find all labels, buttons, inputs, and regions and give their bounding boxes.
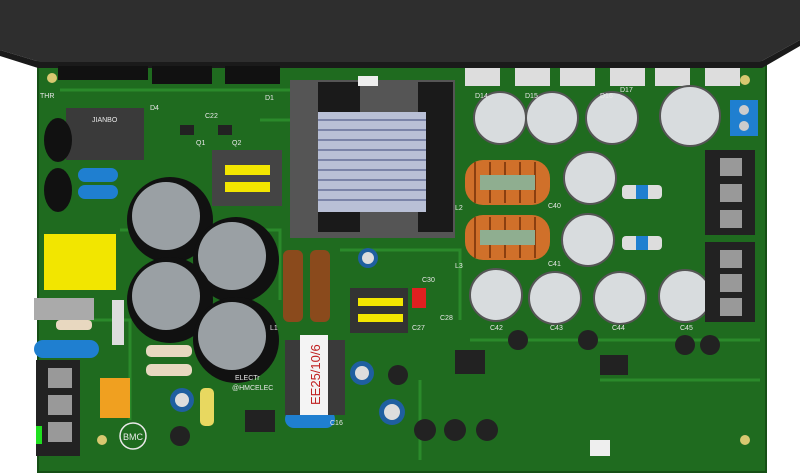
silk-label: C42 bbox=[490, 325, 503, 332]
silk-label: C16 bbox=[330, 420, 343, 427]
transformer-label: EE25/10/6 bbox=[308, 344, 323, 405]
silk-label: L1 bbox=[270, 325, 278, 332]
heatsink bbox=[0, 0, 800, 62]
relay bbox=[66, 108, 144, 160]
silk-label: C41 bbox=[548, 261, 561, 268]
resistor bbox=[146, 345, 192, 357]
silk-label: C27 bbox=[412, 325, 425, 332]
silk-label: L2 bbox=[455, 205, 463, 212]
resistor bbox=[56, 320, 92, 330]
mounting-holes bbox=[47, 73, 750, 445]
silk-label: D1 bbox=[265, 95, 274, 102]
film-capacitor bbox=[310, 250, 330, 322]
fuse-holder bbox=[34, 298, 94, 320]
silk-label: L3 bbox=[455, 263, 463, 270]
silk-label: C40 bbox=[548, 203, 561, 210]
small-transformer bbox=[350, 288, 408, 333]
ics bbox=[180, 125, 628, 432]
power-transistors bbox=[58, 66, 740, 86]
thermistor bbox=[44, 168, 72, 212]
common-mode-choke bbox=[44, 234, 116, 290]
small-connector bbox=[590, 440, 610, 456]
silk-label: Q2 bbox=[232, 140, 241, 147]
silk-label: C45 bbox=[680, 325, 693, 332]
y-capacitor bbox=[200, 388, 214, 426]
silk-label: C22 bbox=[205, 113, 218, 120]
aux-transformer bbox=[212, 150, 282, 206]
bulk-capacitors bbox=[127, 177, 279, 383]
x-capacitor bbox=[34, 340, 99, 358]
silk-label: D16 bbox=[600, 93, 613, 100]
silk-brand: @HMCELEC bbox=[232, 385, 273, 392]
resistor bbox=[112, 300, 124, 345]
small-connector bbox=[358, 76, 378, 86]
inductor bbox=[100, 378, 130, 418]
x-capacitor bbox=[78, 168, 118, 182]
silk-label: D17 bbox=[620, 87, 633, 94]
silk-label: C43 bbox=[550, 325, 563, 332]
x-capacitor bbox=[78, 185, 118, 199]
relay-marking: JIANBO bbox=[92, 117, 118, 124]
silk-label: C30 bbox=[422, 277, 435, 284]
film-capacitor bbox=[283, 250, 303, 322]
silk-brand-top: ELECTr bbox=[235, 375, 260, 382]
silk-label: C28 bbox=[440, 315, 453, 322]
red-led bbox=[412, 288, 426, 308]
silk-label: THR bbox=[40, 93, 54, 100]
main-transformer bbox=[290, 80, 455, 238]
toroid-inductors bbox=[465, 160, 550, 260]
small-capacitors bbox=[170, 248, 720, 446]
resistor bbox=[146, 364, 192, 376]
bmc-logo-text: BMC bbox=[123, 432, 144, 442]
silk-label: D15 bbox=[525, 93, 538, 100]
bmc-logo bbox=[119, 422, 147, 450]
silkscreen-labels: THR D4 C22 D1 L1 C30 C27 C28 C40 C41 C42… bbox=[40, 87, 693, 427]
silk-label: D14 bbox=[475, 93, 488, 100]
thermistor bbox=[44, 118, 72, 162]
silk-label: C44 bbox=[612, 325, 625, 332]
silk-label: Q1 bbox=[196, 140, 205, 147]
silk-label: D4 bbox=[150, 105, 159, 112]
output-capacitors bbox=[469, 85, 721, 325]
